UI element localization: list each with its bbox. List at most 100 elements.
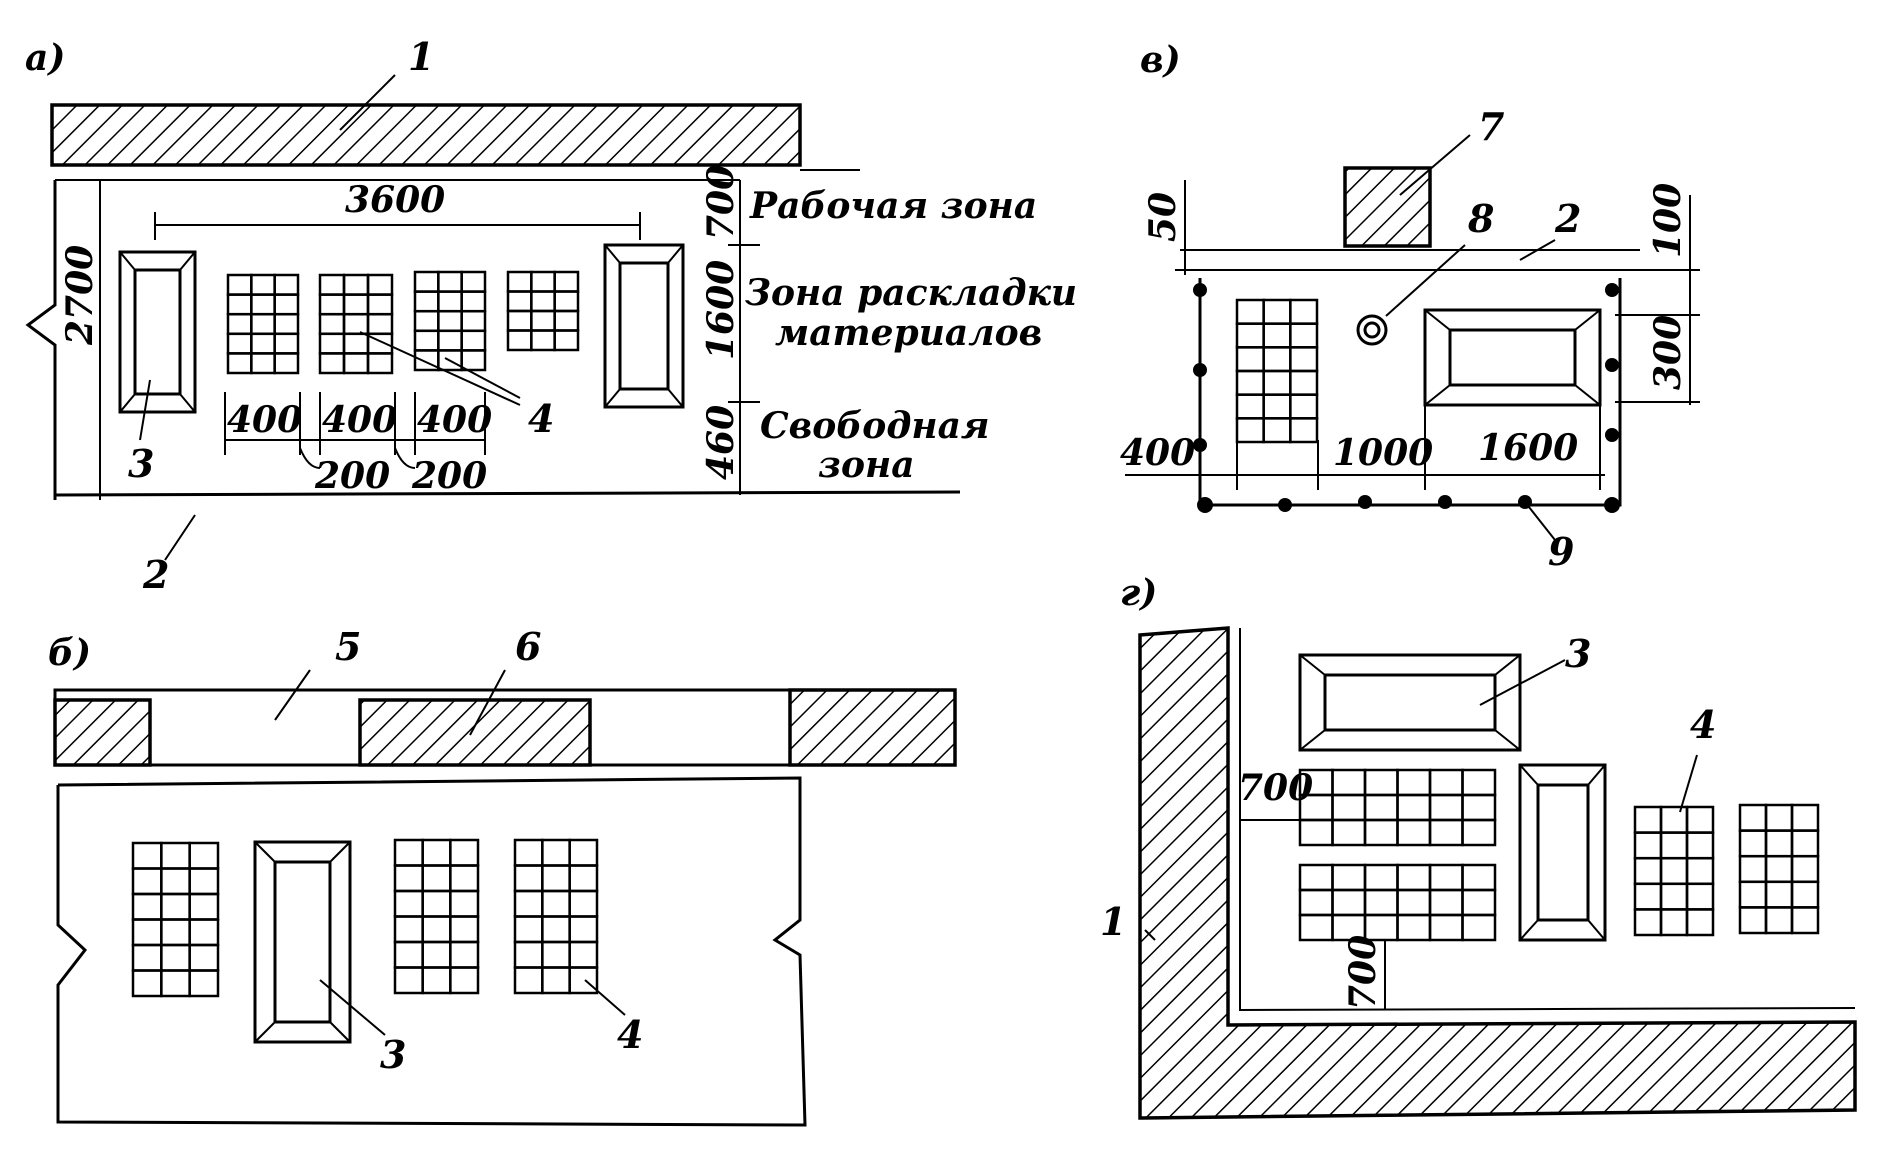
dim-top-gap: 50 [1142, 192, 1184, 242]
brick-cell [1790, 803, 1820, 832]
brick-cell [393, 915, 424, 944]
column-label: 7 [1478, 104, 1504, 149]
brick-cell [131, 918, 163, 947]
brick-pallet [513, 838, 599, 995]
brick-cell [1235, 417, 1265, 444]
panel-b: б) 5 6 3 4 [48, 624, 957, 1127]
dim-box-height: 300 [1647, 315, 1689, 390]
mortar-box [1298, 653, 1522, 752]
brick-cell [1764, 829, 1794, 858]
brick-cell [1298, 888, 1334, 917]
brick-cell [160, 892, 191, 921]
brick-cell [437, 329, 463, 352]
brick-cell [342, 352, 370, 375]
brick-cell [513, 864, 544, 893]
brick-pallet [318, 273, 394, 375]
brick-cell [160, 841, 191, 870]
brick-cell [413, 290, 440, 313]
free-zone-label: Свободная [760, 405, 990, 447]
brick-cell [449, 838, 480, 867]
brick-cell [1428, 818, 1464, 847]
brick-cell [188, 918, 220, 947]
brick-cell [460, 329, 487, 352]
dim-work-zone: 700 [700, 165, 742, 240]
brick-cell [1363, 793, 1399, 822]
brick-cell [342, 293, 370, 316]
mortar-box [118, 250, 197, 414]
brick-cell [1659, 908, 1689, 937]
brick-cell [1235, 369, 1265, 396]
brick-cell [1633, 856, 1663, 886]
brick-cell [1461, 913, 1497, 942]
brick-pallet [1738, 803, 1820, 935]
brick-cell [1331, 768, 1367, 797]
panel-a-letter: а) [25, 37, 65, 79]
brick-cell [250, 312, 276, 336]
brick-cell [568, 966, 599, 995]
brick-cell [1289, 417, 1319, 444]
panel-g: г) 1 3 4 700 700 [1100, 572, 1857, 1120]
brick-cell [1685, 856, 1715, 886]
materials-zone-label: материалов [775, 312, 1042, 354]
brick-cell [131, 943, 163, 972]
brick-cell [1331, 793, 1367, 822]
brick-cell [506, 270, 533, 293]
brick-cell [541, 966, 571, 995]
brick-cell [1461, 818, 1497, 847]
mortar-box [253, 840, 352, 1044]
brick-cell [188, 943, 220, 972]
brick-cell [1764, 906, 1794, 935]
brick-cell [553, 290, 580, 313]
brick-cell [513, 915, 544, 944]
brick-cell [568, 889, 599, 918]
brick-cell [393, 966, 424, 995]
brick-cell [506, 309, 533, 332]
brick-cell [1363, 863, 1399, 892]
brick-cell [273, 332, 300, 355]
brick-cell [1262, 417, 1292, 444]
brick-cell [1289, 369, 1319, 396]
brick-pallet [1235, 298, 1319, 444]
dim-right-gap: 100 [1647, 183, 1689, 258]
brick-pallet [131, 841, 220, 998]
brick-cell [413, 329, 440, 352]
brick-cell [1790, 829, 1820, 858]
brick-cell [318, 352, 346, 375]
free-zone-label: зона [818, 444, 915, 486]
brick-cell [568, 940, 599, 969]
marker-ring [1356, 314, 1388, 346]
box-label: 3 [380, 1032, 406, 1077]
brick-cell [1396, 818, 1432, 847]
brick-cell [1685, 882, 1715, 911]
brick-cell [1790, 854, 1820, 884]
brick-cell [1396, 863, 1432, 892]
dim-wall-gap-bottom: 700 [1342, 935, 1384, 1010]
brick-cell [421, 838, 452, 867]
brick-cell [568, 915, 599, 944]
brick-cell [1738, 854, 1768, 884]
brick-cell [449, 940, 480, 969]
brick-cell [1461, 888, 1497, 917]
wall-label: 1 [408, 34, 434, 79]
brick-cell [1331, 818, 1367, 847]
brick-pallet [1633, 805, 1715, 937]
brick-cell [1461, 793, 1497, 822]
brick-cell [226, 312, 253, 336]
brick-cell [342, 332, 370, 355]
brick-cell [1235, 346, 1265, 373]
brick-cell [1262, 322, 1292, 349]
brick-cell [530, 290, 556, 313]
brick-pallet [226, 273, 300, 375]
brick-cell [1764, 803, 1794, 832]
brick-cell [1428, 768, 1464, 797]
brick-cell [1428, 793, 1464, 822]
brick-cell [131, 841, 163, 870]
brick-cell [449, 864, 480, 893]
brick-cell [160, 969, 191, 998]
dim-spacing: 1000 [1333, 432, 1433, 474]
brick-cell [437, 309, 463, 333]
brick-cell [460, 270, 487, 293]
brick-cell [530, 270, 556, 293]
panel-v-letter: в) [1140, 39, 1181, 81]
brick-cell [318, 293, 346, 316]
